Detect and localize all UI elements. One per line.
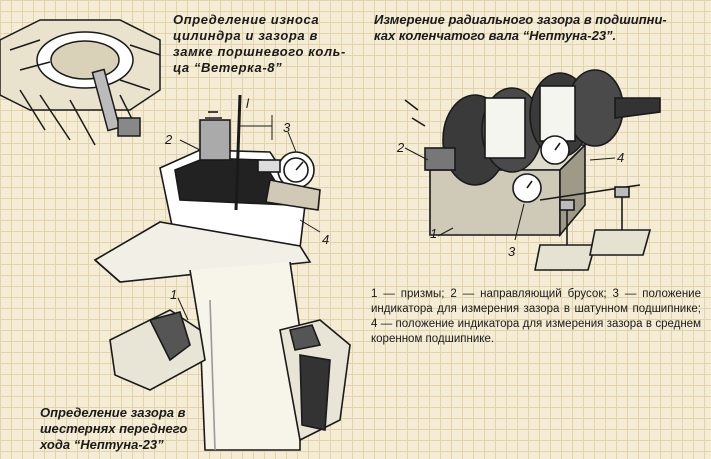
label-left-4: 4 xyxy=(322,232,330,247)
label-right-2: 2 xyxy=(397,140,405,155)
label-left-1: 1 xyxy=(170,287,178,302)
gearbox-housing-drawing xyxy=(93,94,351,451)
label-left-2: 2 xyxy=(165,132,173,147)
label-left-3: 3 xyxy=(283,120,291,135)
label-right-1: 1 xyxy=(430,226,438,241)
label-right-4: 4 xyxy=(617,150,625,165)
crankshaft-drawing xyxy=(404,69,661,271)
legend-text: 1 — призмы; 2 — направляющий брусок; 3 —… xyxy=(371,288,701,345)
caption-crankshaft-clearance: Измерение радиального зазора в подшипни-… xyxy=(374,12,667,43)
caption-cylinder-wear: Определение износа цилиндра и зазора в з… xyxy=(173,12,346,75)
caption-gear-clearance: Определение зазора в шестернях переднего… xyxy=(40,405,188,452)
label-right-3: 3 xyxy=(508,244,516,259)
label-left-l: l xyxy=(246,96,249,111)
cylinder-block-drawing xyxy=(0,19,161,146)
